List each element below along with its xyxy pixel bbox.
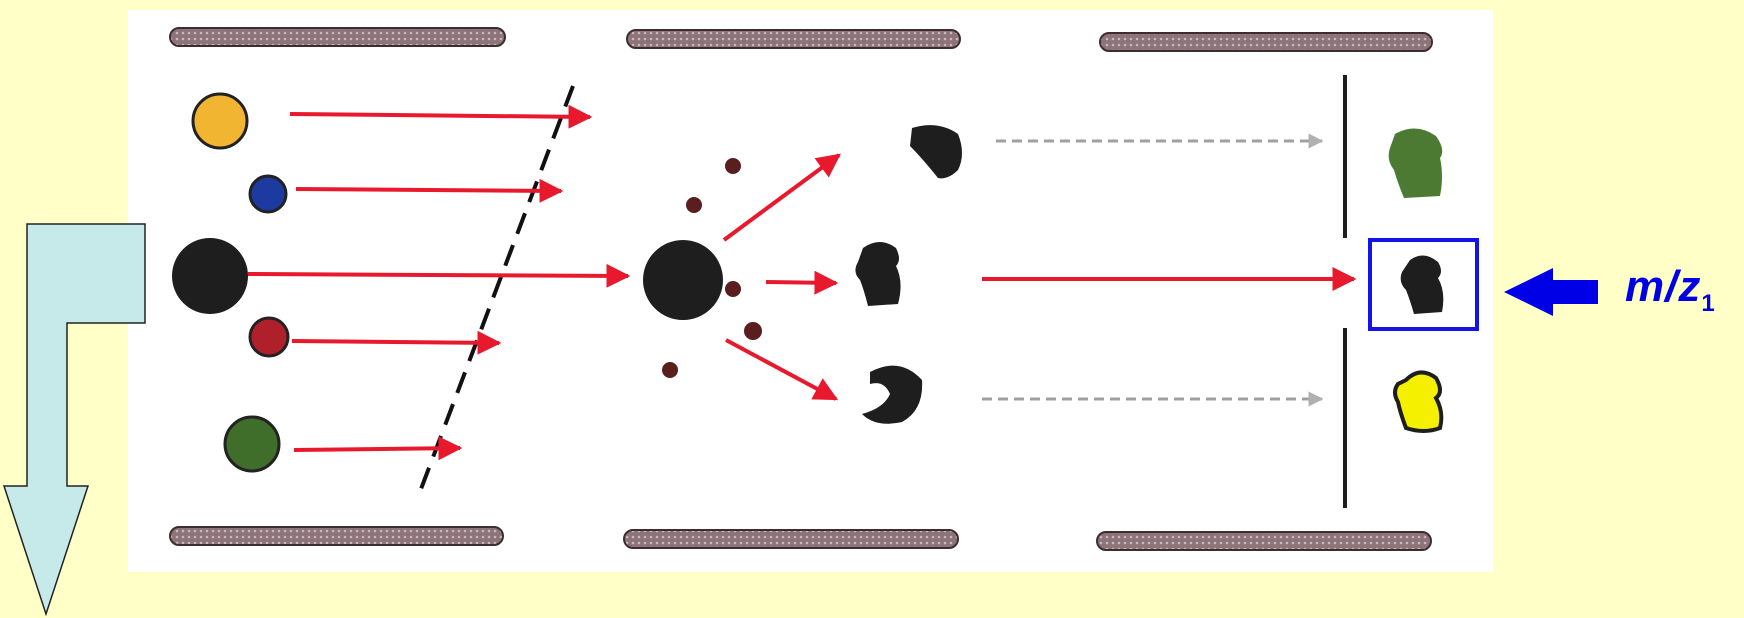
- collision-gas-particle: [686, 197, 702, 213]
- beam-arrow: [722, 153, 841, 242]
- rod-q1-bottom: [169, 526, 504, 546]
- beam-arrow: [293, 436, 463, 461]
- selected-ion-box: [1368, 238, 1479, 331]
- beam-arrow: [289, 104, 593, 129]
- diagram-panel: [128, 10, 1493, 572]
- ion-black-large: [172, 238, 248, 314]
- q3-transmission: [982, 133, 1357, 407]
- collision-gas-particle: [744, 322, 762, 340]
- rod-q3-top: [1099, 32, 1433, 52]
- beam-arrow: [725, 338, 839, 401]
- q1-beam-arrows: [247, 104, 631, 461]
- fragment-black-middle: [855, 242, 901, 306]
- fragment-black-bottom: [862, 365, 923, 424]
- rod-q2-bottom: [623, 529, 959, 549]
- quadrupole-rods: [169, 27, 1433, 551]
- beam-arrow: [291, 330, 502, 355]
- rod-q2-top: [626, 29, 961, 49]
- collision-gas-particle: [725, 158, 741, 174]
- fragmentation-arrows: [722, 153, 841, 401]
- mass-filter-dashed-line: [416, 85, 575, 498]
- beam-arrow: [247, 263, 631, 288]
- product-ion-green: [1388, 128, 1443, 198]
- collision-cell: [643, 158, 762, 378]
- fragment-black-top: [910, 125, 962, 179]
- product-fragments: [855, 125, 962, 424]
- flow-down-arrow-icon: [2, 223, 146, 617]
- beam-arrow: [295, 178, 564, 203]
- ion-yellow: [191, 92, 249, 150]
- collision-gas-particle: [725, 281, 741, 297]
- precursor-ions: [172, 92, 290, 473]
- rod-q3-bottom: [1096, 531, 1432, 551]
- detected-product-ions: [1388, 128, 1444, 433]
- beam-arrow: [765, 270, 839, 295]
- selected-mz-label: m/z1: [1625, 262, 1716, 317]
- product-ion-yellow: [1393, 370, 1444, 433]
- product-ion-black: [1400, 255, 1444, 314]
- selected-precursor-ion: [643, 240, 723, 320]
- collision-gas-particle: [662, 362, 678, 378]
- pointer-left-arrow-icon: [1504, 268, 1598, 316]
- ion-green: [223, 415, 281, 473]
- ion-blue: [248, 174, 288, 214]
- rod-q1-top: [169, 27, 506, 47]
- ion-red: [248, 316, 290, 358]
